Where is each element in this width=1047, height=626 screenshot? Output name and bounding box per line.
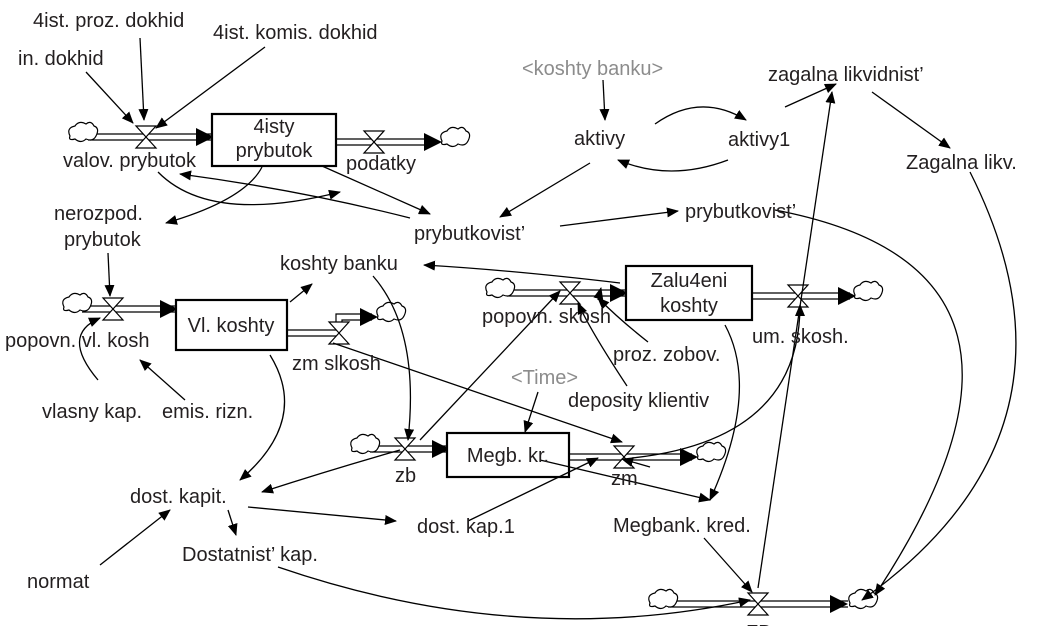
labels: 4isty prybutok Vl. koshty Zalu4eni kosht… — [5, 10, 1017, 626]
label-ch-komis-dokhid: 4ist. komis. dokhid — [213, 22, 378, 44]
label-dost-kapit: dost. kapit. — [130, 486, 227, 508]
label-nerozpod-2: prybutok — [64, 229, 142, 251]
valve-icon — [612, 445, 636, 469]
stock-chysty-prybutok — [210, 112, 338, 168]
stock-label-chysty-2: prybutok — [236, 140, 314, 162]
stock-label-chysty-1: 4isty — [253, 116, 294, 138]
cloud-icon — [853, 280, 884, 302]
label-koshty-banku: koshty banku — [280, 253, 398, 275]
stock-label-zaluch-2: koshty — [660, 295, 718, 317]
cloud-icon — [696, 441, 727, 463]
label-zb: zb — [395, 465, 416, 487]
valve-icon — [393, 437, 417, 461]
label-emis-rizn: emis. rizn. — [162, 401, 253, 423]
label-koshty-banku-shadow: <koshty banku> — [522, 58, 663, 80]
valve-icon — [134, 125, 158, 149]
valve-icon — [327, 321, 351, 345]
label-prybutkovist-2: prybutkovist’ — [685, 201, 796, 223]
label-dost-kap1: dost. kap.1 — [417, 516, 515, 538]
label-zm-slkosh: zm slkosh — [292, 353, 381, 375]
label-vlasny-kap: vlasny kap. — [42, 401, 142, 423]
label-popovn-skosh: popovn. skosh — [482, 306, 611, 328]
stock-label-megb-kr: Megb. kr. — [467, 445, 549, 467]
valves — [101, 125, 810, 616]
stock-megb-kr — [445, 431, 571, 479]
causal-links — [78, 37, 1017, 620]
label-depozyty: deposity klientiv — [568, 390, 709, 412]
cloud-icon — [648, 588, 679, 610]
label-valov-prybutok: valov. prybutok — [63, 150, 197, 172]
label-aktyvy: aktivy — [574, 128, 625, 150]
cloud-icon — [376, 301, 407, 323]
stock-zaluch-koshty — [624, 264, 754, 322]
label-normat: normat — [27, 571, 90, 593]
valve-icon — [558, 281, 582, 305]
label-popovn-vl-kosh: popovn. vl. kosh — [5, 330, 150, 352]
valve-icon — [362, 130, 386, 154]
label-podatky: podatky — [346, 153, 416, 175]
label-megbank-kred: Megbank. kred. — [613, 515, 751, 537]
label-dostatnist-kap: Dostatnist’ kap. — [182, 544, 318, 566]
valve-icon — [101, 297, 125, 321]
cloud-icon — [62, 292, 93, 314]
label-zm: zm — [611, 468, 638, 490]
valve-icon — [746, 592, 770, 616]
stocks — [174, 112, 754, 479]
cloud-icon — [350, 433, 381, 455]
label-nerozpod-1: nerozpod. — [54, 203, 143, 225]
cloud-icon — [440, 126, 471, 148]
flow-arrowheads — [160, 128, 856, 613]
stock-label-zaluch-1: Zalu4eni — [651, 270, 728, 292]
label-ch-proz-dokhid: 4ist. proz. dokhid — [33, 10, 184, 32]
label-proz-zobov: proz. zobov. — [613, 344, 720, 366]
label-aktyvy1: aktivy1 — [728, 129, 790, 151]
label-fb-visible: FB — [746, 622, 772, 626]
label-in-dokhid: in. dokhid — [18, 48, 104, 70]
stock-label-vl-koshty: Vl. koshty — [188, 315, 275, 337]
label-um-skosh: um. skosh. — [752, 326, 849, 348]
cloud-icon — [485, 277, 516, 299]
label-prybutkovist: prybutkovist’ — [414, 223, 525, 245]
label-time-shadow: <Time> — [511, 367, 578, 389]
label-zagalna-likv: Zagalna likv. — [906, 152, 1017, 174]
stock-vl-koshty — [174, 298, 289, 352]
cloud-icon — [68, 121, 99, 143]
label-zagalna-likvidnist: zagalna likvidnist’ — [768, 64, 924, 86]
valve-icon — [786, 284, 810, 308]
